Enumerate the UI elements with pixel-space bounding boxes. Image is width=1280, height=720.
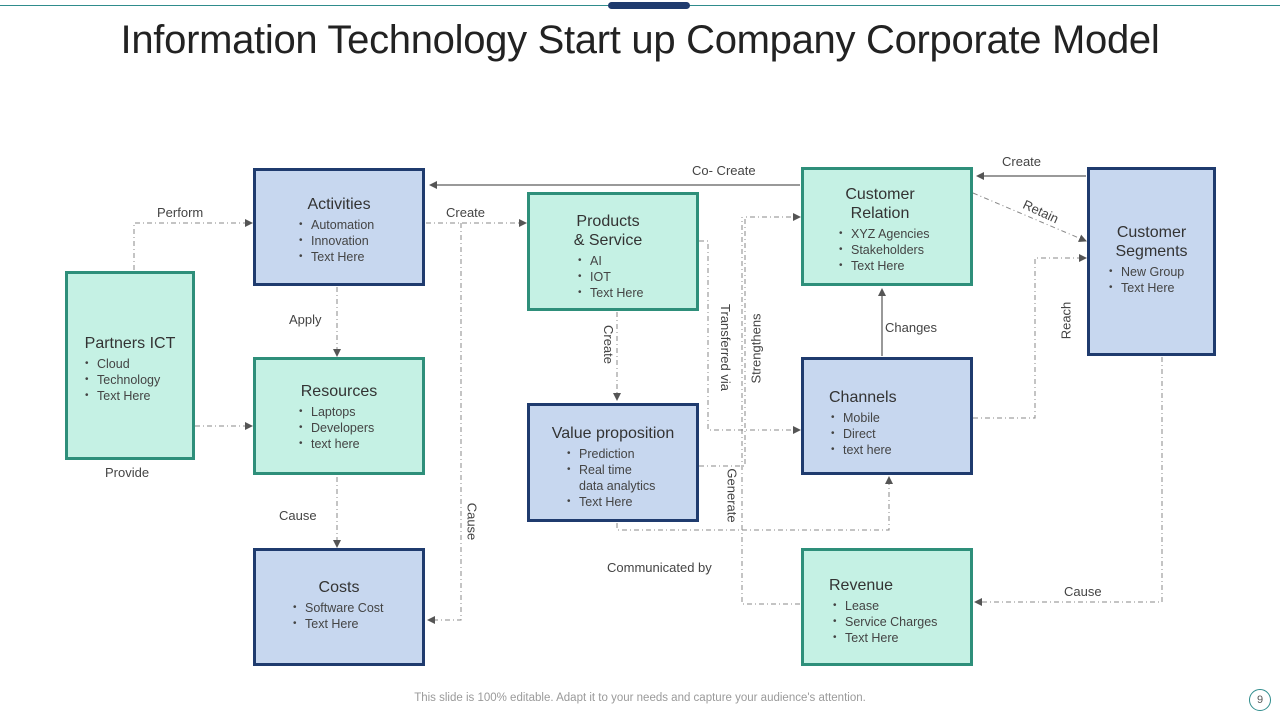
label-strengthens: Strengthens	[748, 313, 764, 384]
list-item: text here	[831, 442, 970, 458]
box-title: Resources	[300, 383, 378, 400]
box-title: Customer Segments	[1115, 224, 1188, 260]
list-item: Text Here	[85, 388, 192, 404]
box-partners-ict[interactable]: Partners ICT Cloud Technology Text Here	[65, 271, 195, 460]
label-cause-vertical: Cause	[464, 502, 480, 541]
link-transferred-via	[699, 240, 801, 434]
list-item: Text Here	[839, 258, 970, 274]
label-create-segments: Create	[1002, 154, 1042, 169]
box-title: Value proposition	[551, 425, 675, 442]
box-resources[interactable]: Resources Laptops Developers text here	[253, 357, 425, 475]
list-item: Developers	[299, 420, 422, 436]
link-perform	[133, 219, 253, 270]
label-perform: Perform	[157, 205, 204, 220]
box-title: Revenue	[829, 577, 894, 594]
label-generate: Generate	[724, 468, 740, 523]
top-tab-marker	[608, 2, 690, 9]
list-item: XYZ Agencies	[839, 226, 970, 242]
box-customer-relation[interactable]: Customer Relation XYZ Agencies Stakehold…	[801, 167, 973, 286]
list-item: Text Here	[578, 285, 696, 301]
box-costs[interactable]: Costs Software Cost Text Here	[253, 548, 425, 666]
footer-note: This slide is 100% editable. Adapt it to…	[414, 692, 866, 704]
list-item: Stakeholders	[839, 242, 970, 258]
link-retain	[972, 192, 1087, 242]
link-generate	[741, 217, 800, 605]
label-cause-right: Cause	[1064, 584, 1102, 599]
page-number: 9	[1249, 689, 1271, 711]
list-item: AI	[578, 253, 696, 269]
slide-title: Information Technology Start up Company …	[120, 18, 1160, 62]
link-cause-vertical	[427, 223, 462, 624]
label-create-products: Create	[601, 324, 617, 365]
box-channels[interactable]: Channels Mobile Direct text here	[801, 357, 973, 475]
list-item: Text Here	[567, 494, 696, 510]
label-transferred-via: Transferred via	[717, 304, 733, 391]
list-item: Lease	[833, 598, 970, 614]
box-title: Costs	[318, 579, 360, 596]
box-title: Channels	[829, 389, 897, 406]
label-changes: Changes	[885, 320, 938, 335]
list-item: Text Here	[299, 249, 422, 265]
list-item: Service Charges	[833, 614, 970, 630]
list-item: Innovation	[299, 233, 422, 249]
label-apply: Apply	[289, 312, 322, 327]
label-co-create: Co- Create	[692, 163, 756, 178]
list-item: Automation	[299, 217, 422, 233]
label-communicated-by: Communicated by	[607, 560, 712, 575]
list-item: Text Here	[293, 616, 422, 632]
list-item: Text Here	[833, 630, 970, 646]
box-title: Partners ICT	[84, 335, 176, 352]
box-revenue[interactable]: Revenue Lease Service Charges Text Here	[801, 548, 973, 666]
list-item: Real time data analytics	[567, 462, 696, 494]
box-title: Activities	[307, 196, 371, 213]
list-item: New Group	[1109, 264, 1213, 280]
list-item: Software Cost	[293, 600, 422, 616]
label-cause-left: Cause	[279, 508, 317, 523]
list-item: Technology	[85, 372, 192, 388]
list-item: Mobile	[831, 410, 970, 426]
list-item: text here	[299, 436, 422, 452]
box-title: Customer Relation	[845, 186, 915, 222]
list-item: Text Here	[1109, 280, 1213, 296]
link-cause-right	[974, 357, 1163, 606]
link-communicated-by	[616, 476, 893, 531]
label-reach: Reach	[1058, 301, 1074, 340]
box-customer-segments[interactable]: Customer Segments New Group Text Here	[1087, 167, 1216, 356]
list-item: Prediction	[567, 446, 696, 462]
box-title: Products & Service	[573, 213, 643, 249]
list-item: Laptops	[299, 404, 422, 420]
box-activities[interactable]: Activities Automation Innovation Text He…	[253, 168, 425, 286]
list-item: IOT	[578, 269, 696, 285]
box-value-proposition[interactable]: Value proposition Prediction Real time d…	[527, 403, 699, 522]
label-create-top: Create	[446, 205, 486, 220]
list-item: Cloud	[85, 356, 192, 372]
box-products-service[interactable]: Products & Service AI IOT Text Here	[527, 192, 699, 311]
label-provide: Provide	[105, 465, 150, 480]
link-strengthens	[699, 213, 801, 467]
list-item: Direct	[831, 426, 970, 442]
